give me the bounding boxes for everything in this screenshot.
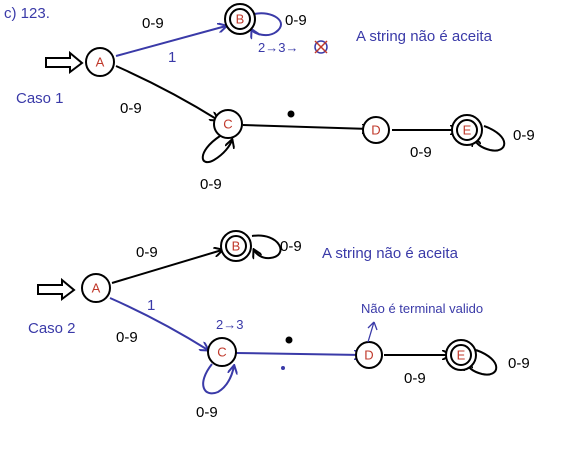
state-e-inner-ring: [456, 119, 478, 141]
edge-dot-label: [287, 110, 295, 118]
label-a-c: 0-9: [120, 100, 142, 117]
state-e-label: E: [463, 123, 472, 138]
state-d-label: D: [364, 348, 373, 363]
edge-dot-label: [285, 336, 293, 344]
state-c: [213, 109, 243, 139]
label-b-loop: 0-9: [280, 238, 302, 255]
state-a: [85, 47, 115, 77]
reject-icon: [314, 40, 328, 54]
label-a-b-top: 0-9: [142, 15, 164, 32]
loop-b: [252, 12, 282, 35]
start-arrow-icon: [37, 277, 76, 301]
label-c-loop: 0-9: [200, 176, 222, 193]
trace-case-1: 2→3→: [258, 40, 298, 55]
state-e-inner-ring: [450, 344, 472, 366]
edge-a-c: [115, 65, 218, 120]
edge-c-d: [242, 125, 370, 129]
state-c: [207, 337, 237, 367]
label-a-b: 0-9: [136, 244, 158, 261]
state-a: [81, 273, 111, 303]
case-2-label: Caso 2: [28, 320, 76, 337]
edge-a-b: [115, 26, 226, 57]
state-d: [362, 116, 390, 144]
loop-c: [202, 364, 234, 395]
case-2-diagram: Caso 2 A B C D E 0-9 0-9 1 0-9 0-9 0-: [28, 230, 530, 421]
state-c-label: C: [217, 345, 226, 360]
label-a-c-black: 0-9: [116, 329, 138, 346]
label-b-loop: 0-9: [285, 12, 307, 29]
terminal-note: Não é terminal valido: [361, 301, 483, 316]
state-c-label: C: [223, 117, 232, 132]
case-1-label: Caso 1: [16, 90, 64, 107]
pointer-arrow-icon: [367, 321, 378, 343]
state-b-label: B: [236, 12, 245, 27]
loop-e: [474, 125, 506, 152]
label-d-e: 0-9: [404, 370, 426, 387]
start-arrow-icon: [45, 50, 84, 74]
edge-a-c: [109, 297, 208, 350]
loop-c: [201, 135, 232, 163]
label-e-loop: 0-9: [508, 355, 530, 372]
trace-case-2: 2→3: [216, 317, 243, 332]
case-1-diagram: Caso 1 A B C D E 0-9 1 0-9 0-9 0-9 0-9: [16, 3, 535, 193]
edge-a-b: [111, 250, 222, 284]
state-b-inner-ring: [229, 8, 251, 30]
state-b-label: B: [232, 239, 241, 254]
state-b-inner-ring: [225, 235, 247, 257]
heading: c) 123.: [4, 5, 50, 22]
state-d: [355, 341, 383, 369]
label-c-loop: 0-9: [196, 404, 218, 421]
state-a-label: A: [92, 281, 101, 296]
state-d-label: D: [371, 123, 380, 138]
label-a-c-blue: 1: [147, 297, 155, 314]
label-d-e: 0-9: [410, 144, 432, 161]
state-a-label: A: [96, 55, 105, 70]
trace-dot: [281, 366, 285, 370]
label-a-b-blue: 1: [168, 49, 176, 66]
case-2-result-note: A string não é aceita: [322, 245, 459, 262]
loop-b: [251, 234, 282, 259]
label-e-loop: 0-9: [513, 127, 535, 144]
case-1-result-note: A string não é aceita: [356, 28, 493, 45]
state-e-label: E: [457, 348, 466, 363]
edge-c-d: [235, 353, 362, 355]
